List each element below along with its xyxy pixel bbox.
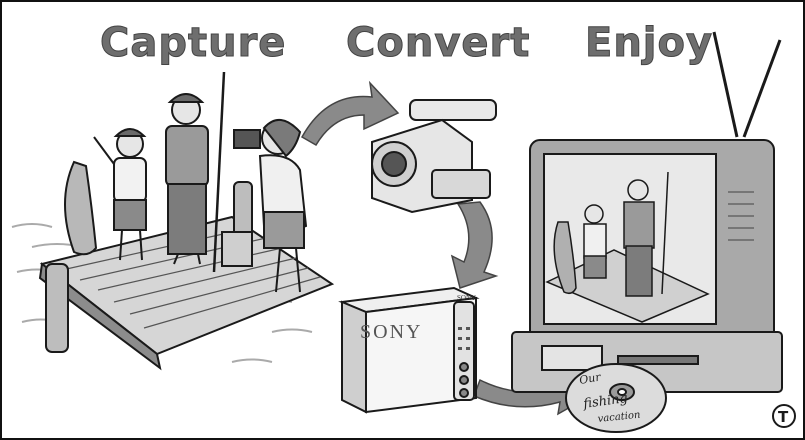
camcorder bbox=[371, 99, 497, 214]
dock-post-left bbox=[45, 263, 69, 353]
father-fishing bbox=[165, 71, 253, 273]
dock-post-right bbox=[233, 181, 253, 238]
dvd-disc bbox=[565, 363, 667, 433]
arrow-convert-to-sony bbox=[450, 201, 499, 289]
mother-filming bbox=[233, 119, 308, 293]
sony-drive bbox=[338, 286, 480, 414]
heading-convert: Convert bbox=[345, 20, 531, 67]
disc-label-line3: vacation bbox=[597, 410, 641, 425]
corner-logo bbox=[772, 404, 796, 428]
dock bbox=[38, 181, 335, 371]
tv-screen-family bbox=[545, 171, 710, 323]
sony-brand-front: SONY bbox=[360, 321, 422, 343]
sony-brand-top: SONY bbox=[457, 294, 476, 302]
boy-with-fish bbox=[64, 128, 147, 261]
arrow-capture-to-convert bbox=[300, 80, 400, 147]
disc-label-line1: Our bbox=[578, 370, 602, 387]
disc-label-line2: fishing bbox=[581, 391, 628, 412]
heading-enjoy: Enjoy bbox=[584, 20, 714, 67]
heading-capture: Capture bbox=[99, 20, 287, 67]
corner-logo-mark: T bbox=[778, 408, 789, 426]
